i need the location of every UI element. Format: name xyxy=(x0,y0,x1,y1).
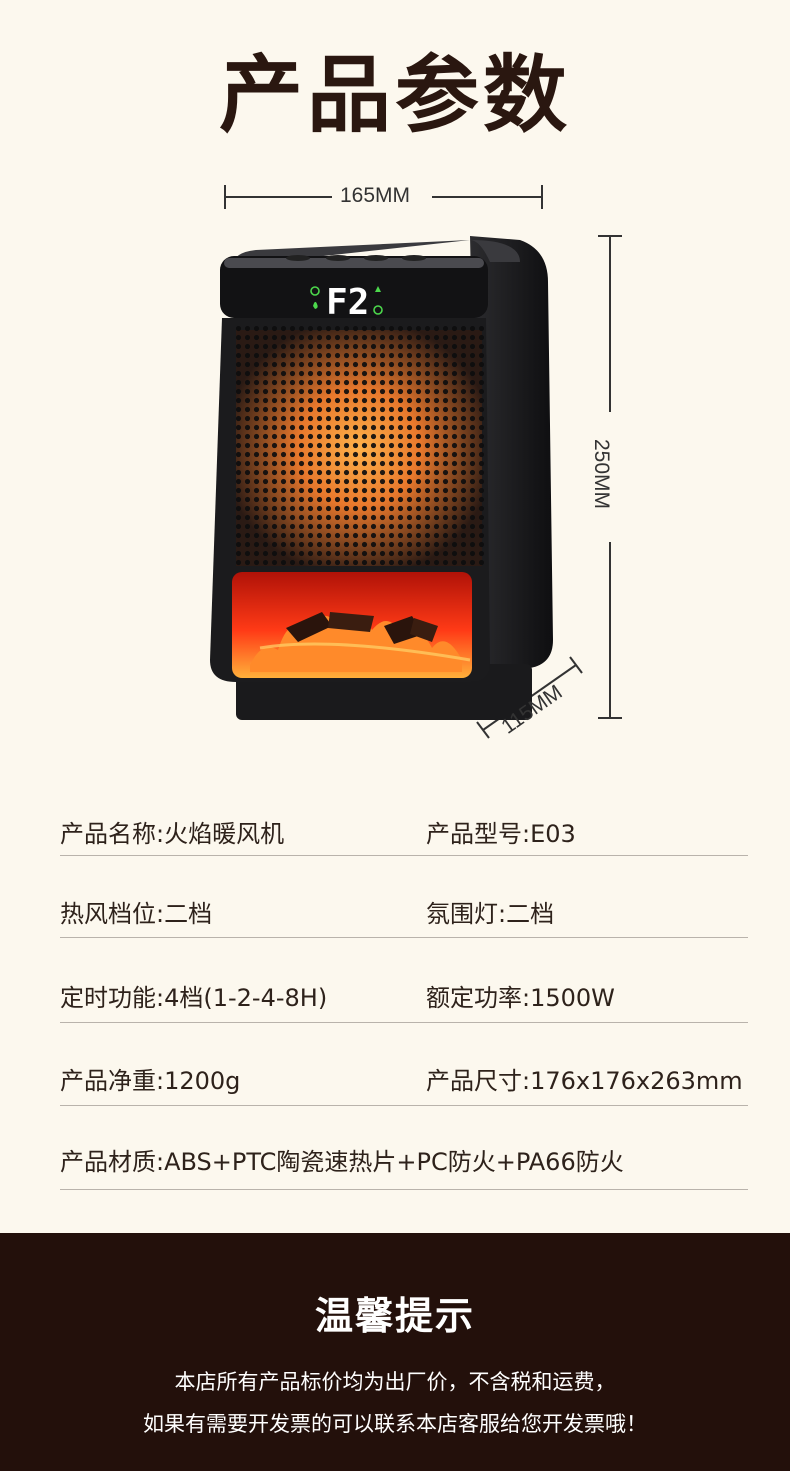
spec-heat-levels: 热风档位:二档 xyxy=(60,900,213,928)
power-icon xyxy=(310,286,320,296)
flame-window xyxy=(232,572,472,678)
flame-icon xyxy=(375,286,381,292)
spec-weight: 产品净重:1200g xyxy=(60,1067,241,1095)
spec-timer: 定时功能:4档(1-2-4-8H) xyxy=(60,984,328,1012)
spec-power: 额定功率:1500W xyxy=(426,984,615,1012)
height-label: 250MM xyxy=(589,438,614,510)
led-display: F2 xyxy=(310,282,383,323)
tips-title: 温馨提示 xyxy=(314,1294,475,1338)
spec-row: 定时功能:4档(1-2-4-8H) 额定功率:1500W xyxy=(60,938,748,1023)
spec-model: 产品型号:E03 xyxy=(426,820,576,848)
tips-line: 本店所有产品标价均为出厂价，不含税和运费， xyxy=(174,1370,616,1394)
width-label: 165MM xyxy=(340,184,411,208)
spec-size: 产品尺寸:176x176x263mm xyxy=(426,1067,743,1095)
height-dimension-line xyxy=(598,235,622,719)
width-dimension-line xyxy=(224,185,543,209)
tips-section: 温馨提示 本店所有产品标价均为出厂价，不含税和运费， 如果有需要开发票的可以联系… xyxy=(0,1233,790,1471)
tips-line: 如果有需要开发票的可以联系本店客服给您开发票哦！ xyxy=(143,1412,647,1436)
spec-table: 产品名称:火焰暖风机 产品型号:E03 热风档位:二档 氛围灯:二档 定时功能:… xyxy=(60,790,748,1190)
heat-icon xyxy=(313,301,318,309)
heater-body: F2 xyxy=(210,236,553,720)
timer-icon xyxy=(373,305,383,315)
product-illustration: F2 xyxy=(210,185,622,739)
spec-row: 产品净重:1200g 产品尺寸:176x176x263mm xyxy=(60,1023,748,1106)
spec-name: 产品名称:火焰暖风机 xyxy=(60,820,285,848)
display-mode-text: F2 xyxy=(326,282,369,323)
control-buttons xyxy=(286,255,426,261)
spec-ambient-light: 氛围灯:二档 xyxy=(426,900,555,928)
spec-row: 产品材质:ABS+PTC陶瓷速热片+PC防火+PA66防火 xyxy=(60,1106,748,1190)
spec-row: 产品名称:火焰暖风机 产品型号:E03 xyxy=(60,790,748,856)
spec-row: 热风档位:二档 氛围灯:二档 xyxy=(60,856,748,938)
page-title: 产品参数 xyxy=(218,46,571,144)
spec-material: 产品材质:ABS+PTC陶瓷速热片+PC防火+PA66防火 xyxy=(60,1148,624,1176)
